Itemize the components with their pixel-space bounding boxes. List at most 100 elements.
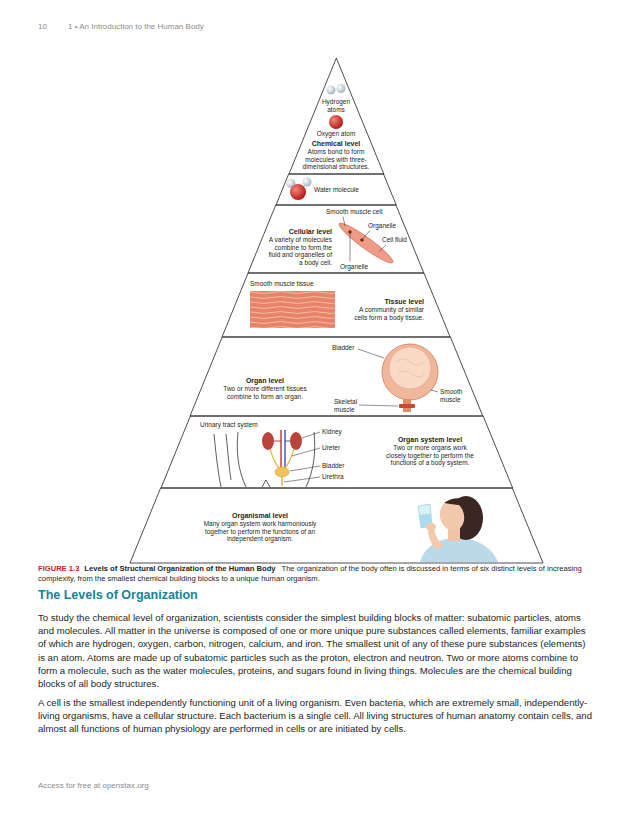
leader-line — [350, 234, 351, 262]
leader-line — [292, 448, 320, 456]
muscle-cell — [336, 219, 396, 267]
hand — [426, 523, 436, 531]
oxygen-atom — [290, 184, 306, 200]
part-label: Bladder — [332, 344, 354, 351]
band-outline-shape — [289, 58, 384, 174]
label-slot: A cell is the smallest independently fun… — [38, 696, 594, 736]
band-text-column: Tissue levelA community of similar cells… — [348, 298, 424, 321]
arm — [428, 528, 444, 550]
label-slot: Bladder — [322, 462, 362, 470]
part-label: Urethra — [322, 473, 344, 480]
figure-number: FIGURE 1.3 — [38, 564, 79, 573]
level-band: Water molecule — [276, 174, 396, 205]
vena-cava — [284, 430, 286, 470]
level-heading: Cellular level — [266, 228, 332, 236]
aorta — [280, 430, 282, 470]
band-outline-shape — [222, 273, 450, 337]
label-slot: Smooth muscle — [440, 388, 470, 403]
leader-line — [358, 349, 384, 358]
label-slot: Urethra — [322, 473, 362, 481]
part-label: Urinary tract system — [200, 421, 258, 428]
label-slot: Urinary tract system — [200, 421, 270, 429]
body-outline — [214, 434, 221, 487]
band-outline-shape — [161, 416, 513, 488]
band-text-column: Chemical levelAtoms bond to form molecul… — [301, 140, 371, 171]
urethra — [281, 477, 283, 486]
band-outline-shape — [276, 174, 396, 205]
part-label: Cell fluid — [382, 236, 407, 243]
leader-line — [379, 245, 386, 252]
leader-line — [284, 477, 320, 482]
level-band: Chemical levelAtoms bond to form molecul… — [289, 58, 384, 174]
level-heading: Organ system level — [384, 436, 476, 444]
section-heading: The Levels of Organization — [38, 588, 594, 603]
part-label: Organelle — [340, 263, 368, 270]
page-number: 10 — [38, 22, 47, 31]
label-slot: Ureter — [322, 444, 362, 452]
band-text-column: Cellular levelA variety of molecules com… — [266, 228, 332, 266]
body-outline — [237, 432, 246, 487]
hydrogen-atom — [327, 86, 336, 95]
part-label: Kidney — [322, 428, 342, 435]
body-paragraph: A cell is the smallest independently fun… — [38, 697, 592, 734]
label-slot: Levels of Structural Organization of the… — [84, 564, 281, 573]
label-slot: 10 — [38, 22, 62, 32]
leader-line — [431, 390, 438, 392]
organelle — [348, 230, 352, 234]
label-slot: 1 • An Introduction to the Human Body — [68, 22, 368, 32]
leader-line — [363, 231, 370, 239]
band-text-column: Water molecule — [314, 186, 384, 194]
level-description: Atoms bond to form molecules with three-… — [301, 148, 371, 171]
level-description: Water molecule — [314, 186, 384, 194]
level-band: Organismal levelMany organ system work h… — [130, 488, 543, 563]
band-outline-shape — [248, 205, 424, 273]
leader-line — [290, 466, 320, 471]
part-label: Skeletal muscle — [334, 398, 357, 413]
bladder — [275, 467, 289, 477]
band-text-column: Organ levelTwo or more different tissues… — [215, 377, 315, 400]
renal-vessel — [273, 441, 281, 442]
body-paragraph: To study the chemical level of organizat… — [38, 612, 586, 689]
band-outline-shape — [130, 488, 543, 563]
hair-fringe — [444, 498, 472, 505]
kidney — [290, 432, 302, 450]
label-slot: Smooth muscle tissue — [250, 280, 330, 288]
muscle-tissue — [250, 291, 335, 328]
running-header: 1 • An Introduction to the Human Body — [68, 22, 204, 31]
figure-title: Levels of Structural Organization of the… — [84, 564, 275, 573]
level-heading: Organismal level — [200, 512, 320, 520]
leader-line — [359, 405, 398, 406]
level-heading: Organ level — [215, 377, 315, 385]
label-slot: Organelle — [368, 222, 402, 230]
band-outline-shape — [190, 337, 483, 416]
bladder-folds — [396, 359, 424, 377]
caption-line: FIGURE 1.3 Levels of Structural Organizat… — [38, 564, 594, 584]
band-text-column: Organ system levelTwo or more organs wor… — [384, 436, 476, 467]
label-slot: Oxygen atom — [306, 130, 366, 138]
footer-note: Access for free at openstax.org — [38, 781, 149, 790]
part-label: Bladder — [322, 462, 344, 469]
part-label: Organelle — [368, 222, 396, 229]
oxygen-atom — [329, 115, 343, 129]
skeletal-sphincter — [399, 404, 415, 408]
part-label: Smooth muscle — [440, 388, 462, 403]
part-label: Oxygen atom — [317, 130, 356, 137]
leader-line — [302, 432, 320, 438]
label-slot: Hydrogen atoms — [320, 98, 352, 113]
label-slot: Cell fluid — [382, 236, 412, 244]
label-slot: To study the chemical level of organizat… — [38, 611, 594, 690]
label-slot: Skeletal muscle — [334, 398, 364, 413]
body-outline — [226, 434, 231, 480]
label-slot: Organelle — [340, 263, 374, 271]
organelle — [360, 238, 364, 242]
ureter — [270, 449, 279, 468]
level-heading: Tissue level — [348, 298, 424, 306]
label-slot: The Levels of Organization — [38, 588, 594, 603]
label-slot: FIGURE 1.3 — [38, 564, 84, 573]
bladder-lining — [389, 347, 431, 389]
label-slot: Bladder — [332, 344, 362, 352]
leader-line — [343, 217, 345, 227]
